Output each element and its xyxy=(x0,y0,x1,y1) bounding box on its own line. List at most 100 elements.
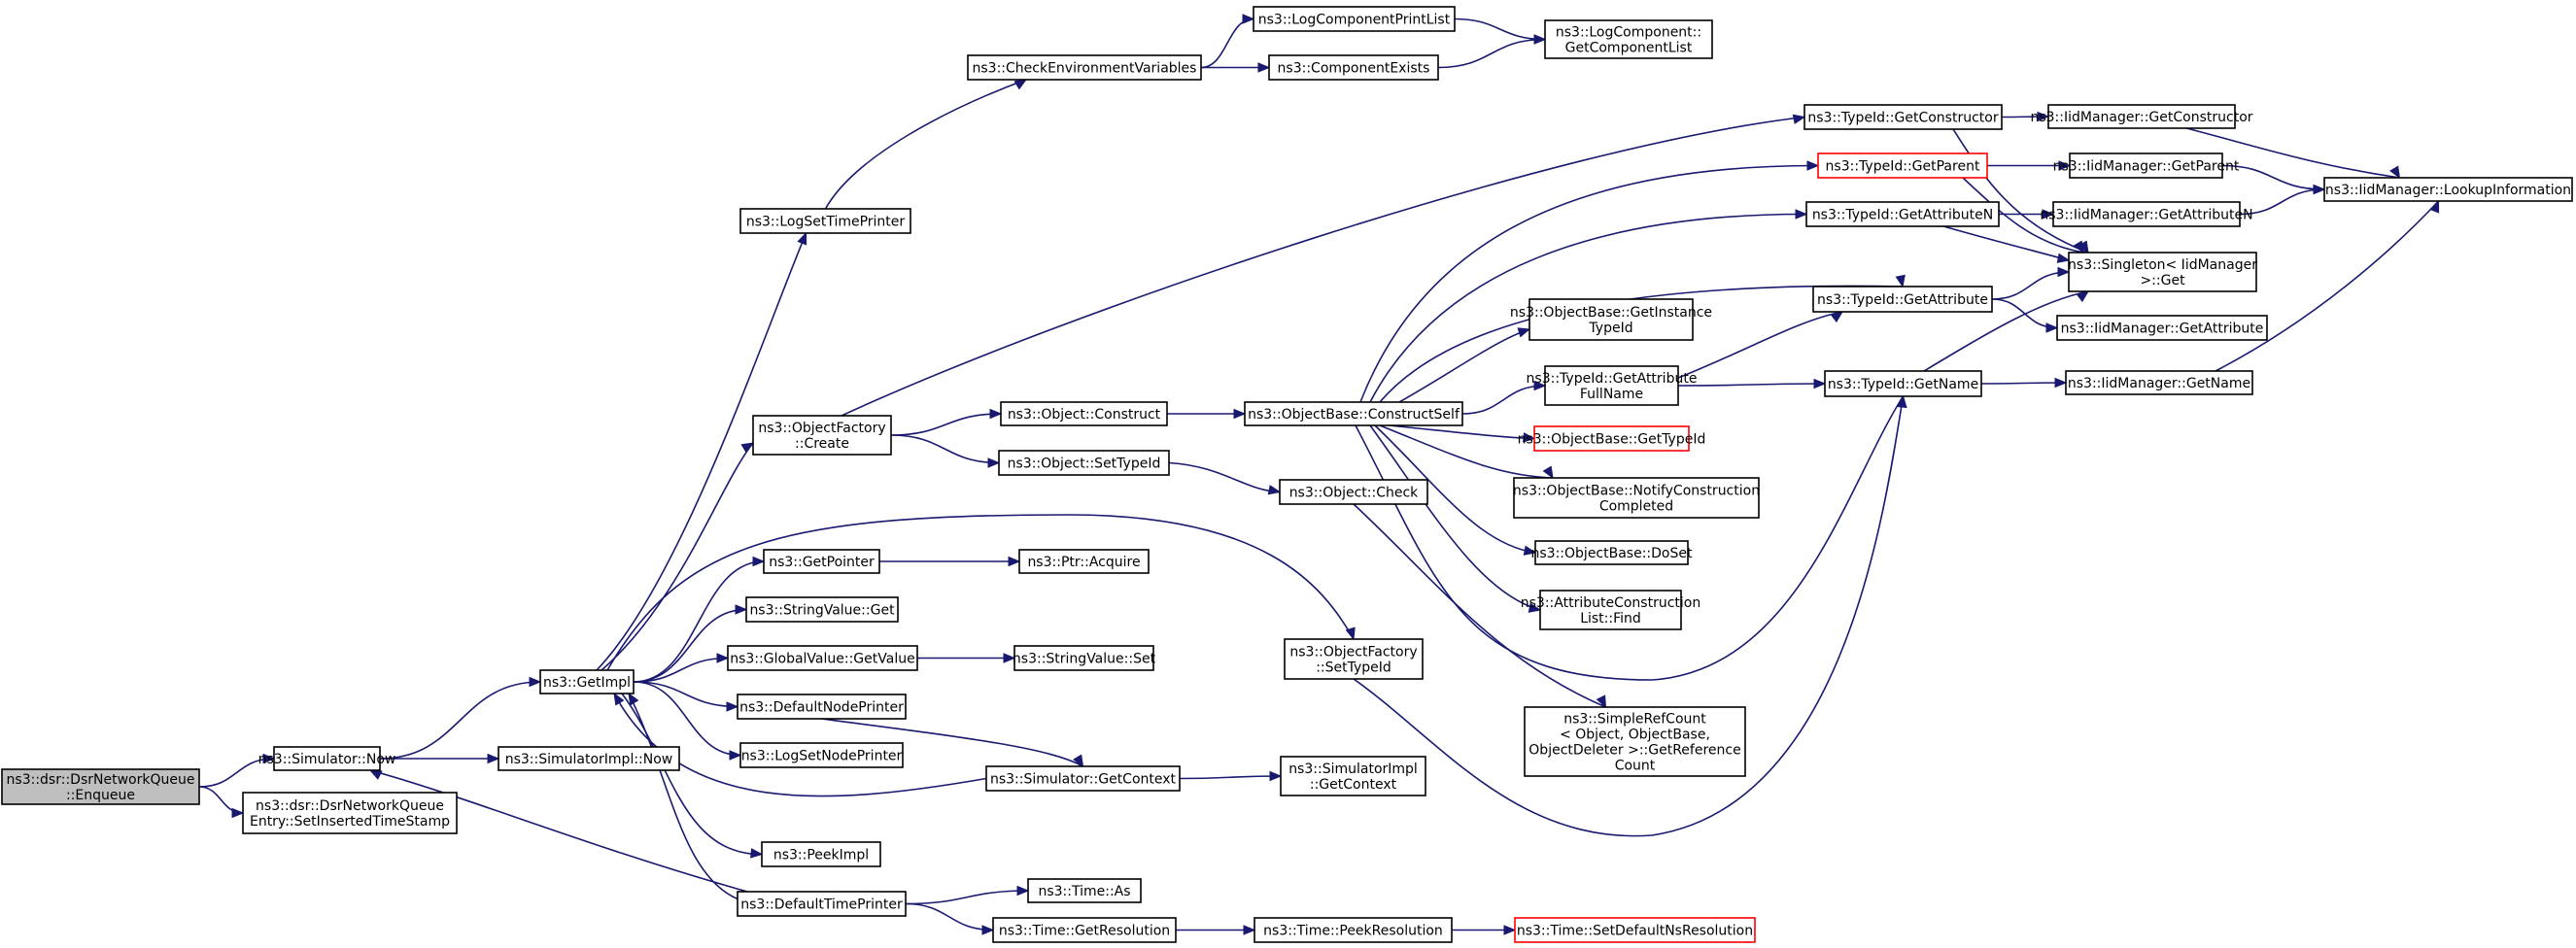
node-typeid-get-attribute[interactable]: ns3::TypeId::GetAttribute xyxy=(1812,286,1993,313)
edge-line xyxy=(841,116,1805,417)
node-component-exists[interactable]: ns3::ComponentExists xyxy=(1268,54,1439,81)
node-label-line: ns3::DefaultTimePrinter xyxy=(740,897,903,913)
node-typeid-get-constructor[interactable]: ns3::TypeId::GetConstructor xyxy=(1803,104,2003,130)
node-globalvalue-getvalue[interactable]: ns3::GlobalValue::GetValue xyxy=(727,645,918,671)
edge-line xyxy=(1980,382,2067,385)
node-check-env[interactable]: ns3::CheckEnvironmentVariables xyxy=(967,54,1202,81)
node-box xyxy=(2047,104,2236,129)
node-stringvalue-get[interactable]: ns3::StringValue::Get xyxy=(745,596,899,623)
node-box xyxy=(273,746,381,771)
edge-objectbase-construct-self-to-objectbase-do-set xyxy=(1374,424,1537,556)
arrowhead-icon xyxy=(2389,165,2401,180)
edge-objectbase-construct-self-to-typeid-get-attribute-n xyxy=(1369,209,1808,403)
node-label-line: ns3::ComponentExists xyxy=(1278,61,1430,77)
node-box xyxy=(1524,706,1746,777)
node-log-component-get-list[interactable]: ns3::LogComponent::GetComponentList xyxy=(1544,19,1713,59)
edge-typeid-get-attribute-full-name-to-typeid-get-attribute xyxy=(1677,311,1844,379)
node-objectfactory-set-type-id[interactable]: ns3::ObjectFactory::SetTypeId xyxy=(1284,638,1424,680)
node-simulator-get-context[interactable]: ns3::Simulator::GetContext xyxy=(985,765,1181,792)
node-enqueue[interactable]: ns3::dsr::DsrNetworkQueue::Enqueue xyxy=(1,768,200,805)
edge-line xyxy=(1369,213,1807,403)
arrowhead-icon xyxy=(2037,111,2050,122)
node-object-construct[interactable]: ns3::Object::Construct xyxy=(1000,401,1168,426)
node-simimpl-get-context[interactable]: ns3::SimulatorImpl::GetContext xyxy=(1280,756,1426,796)
edge-line xyxy=(628,693,738,900)
edge-line xyxy=(1991,271,2070,300)
edge-get-impl-to-globalvalue-getvalue xyxy=(633,653,730,683)
node-object-factory-create[interactable]: ns3::ObjectFactory::Create xyxy=(752,415,892,456)
node-time-set-default-ns-resolution[interactable]: ns3::Time::SetDefaultNsResolution xyxy=(1514,917,1756,943)
node-time-get-resolution[interactable]: ns3::Time::GetResolution xyxy=(992,917,1177,943)
node-box xyxy=(1513,477,1760,519)
node-iidmanager-get-name[interactable]: ns3::IidManager::GetName xyxy=(2065,370,2253,395)
node-iidmanager-get-constructor[interactable]: ns3::IidManager::GetConstructor xyxy=(2030,104,2253,129)
node-label-line: ns3::Time::As xyxy=(1038,884,1130,899)
arrowhead-icon xyxy=(2042,209,2055,220)
node-label-line: ::GetContext xyxy=(1310,777,1397,793)
node-box xyxy=(1018,549,1150,574)
node-typeid-get-attribute-n[interactable]: ns3::TypeId::GetAttributeN xyxy=(1805,201,2000,227)
edge-line xyxy=(2239,188,2325,216)
edge-typeid-get-constructor-to-singleton-iidmanager-get xyxy=(1952,128,2089,254)
node-box xyxy=(1812,286,1993,313)
node-label-line: ns3::TypeId::GetAttributeN xyxy=(1812,208,1993,223)
node-time-as[interactable]: ns3::Time::As xyxy=(1027,878,1142,903)
node-get-pointer[interactable]: ns3::GetPointer xyxy=(763,549,880,574)
node-set-inserted[interactable]: ns3::dsr::DsrNetworkQueueEntry::SetInser… xyxy=(242,792,458,834)
edge-line xyxy=(2185,127,2400,179)
node-get-impl[interactable]: ns3::GetImpl xyxy=(539,669,635,694)
arrowhead-icon xyxy=(2045,322,2059,333)
edge-default-time-printer-to-time-get-resolution xyxy=(905,902,995,935)
node-default-node-printer[interactable]: ns3::DefaultNodePrinter xyxy=(737,694,907,720)
edge-line xyxy=(1353,395,1905,837)
edge-time-peek-resolution-to-time-set-default-ns-resolution xyxy=(1452,925,1517,935)
node-objectbase-get-type-id[interactable]: ns3::ObjectBase::GetTypeId xyxy=(1518,425,1706,452)
edge-enqueue-to-set-inserted xyxy=(198,786,245,819)
node-label-line: ns3::SimulatorImpl::Now xyxy=(505,752,673,767)
node-log-set-time-printer[interactable]: ns3::LogSetTimePrinter xyxy=(739,208,911,234)
node-box xyxy=(1539,590,1682,630)
edge-get-impl-to-object-factory-create xyxy=(601,442,755,671)
node-log-set-node-printer[interactable]: ns3::LogSetNodePrinter xyxy=(739,742,904,768)
arrowhead-icon xyxy=(1269,770,1283,782)
node-object-check[interactable]: ns3::Object::Check xyxy=(1279,479,1428,505)
edge-line xyxy=(1353,503,1606,708)
node-typeid-get-name[interactable]: ns3::TypeId::GetName xyxy=(1824,370,1982,397)
node-label-line: ns3::CheckEnvironmentVariables xyxy=(973,61,1197,77)
node-iidmanager-get-parent[interactable]: ns3::IidManager::GetParent xyxy=(2053,152,2240,179)
node-iidmanager-get-attribute-n[interactable]: ns3::IidManager::GetAttributeN xyxy=(2040,201,2253,227)
node-typeid-get-parent[interactable]: ns3::TypeId::GetParent xyxy=(1817,152,1988,179)
edge-line xyxy=(1179,775,1282,780)
node-label-line: ns3::dsr::DsrNetworkQueue xyxy=(256,798,444,814)
node-objectbase-construct-self[interactable]: ns3::ObjectBase::ConstructSelf xyxy=(1244,401,1463,426)
arrowhead-icon xyxy=(1596,694,1607,709)
node-iidmanager-lookup-information[interactable]: ns3::IidManager::LookupInformation xyxy=(2323,177,2573,202)
edge-line xyxy=(633,681,738,708)
node-objectbase-notify-construction[interactable]: ns3::ObjectBase::NotifyConstructionCompl… xyxy=(1513,477,1760,519)
edge-typeid-get-name-to-singleton-iidmanager-get xyxy=(1923,290,2090,372)
node-singleton-iidmanager-get[interactable]: ns3::Singleton< IidManager >::Get xyxy=(2068,252,2257,292)
node-peek-impl[interactable]: ns3::PeekImpl xyxy=(761,841,881,867)
arrowhead-icon xyxy=(2054,377,2068,389)
node-log-component-print-list[interactable]: ns3::LogComponentPrintList xyxy=(1253,6,1456,32)
arrowhead-icon xyxy=(1542,465,1554,480)
edge-line xyxy=(2221,164,2325,190)
node-simple-ref-count-get-reference-count[interactable]: ns3::SimpleRefCount< Object, ObjectBase,… xyxy=(1524,706,1746,777)
node-time-peek-resolution[interactable]: ns3::Time::PeekResolution xyxy=(1254,917,1453,943)
node-stringvalue-set[interactable]: ns3::StringValue::Set xyxy=(1013,645,1156,671)
edge-line xyxy=(1677,311,1843,379)
edge-component-exists-to-log-component-get-list xyxy=(1437,34,1547,69)
node-sim-now[interactable]: ns3::Simulator::Now xyxy=(258,746,396,771)
node-iidmanager-get-attribute[interactable]: ns3::IidManager::GetAttribute xyxy=(2056,315,2268,341)
arrowhead-icon xyxy=(628,692,639,706)
node-box xyxy=(737,891,907,917)
node-default-time-printer[interactable]: ns3::DefaultTimePrinter xyxy=(737,891,907,917)
node-simimpl-now[interactable]: ns3::SimulatorImpl::Now xyxy=(498,746,680,771)
node-objectbase-do-set[interactable]: ns3::ObjectBase::DoSet xyxy=(1531,540,1693,565)
node-object-set-type-id[interactable]: ns3::Object::SetTypeId xyxy=(998,450,1170,476)
node-ptr-acquire[interactable]: ns3::Ptr::Acquire xyxy=(1018,549,1150,574)
edge-simulator-get-context-to-get-impl xyxy=(613,692,987,797)
